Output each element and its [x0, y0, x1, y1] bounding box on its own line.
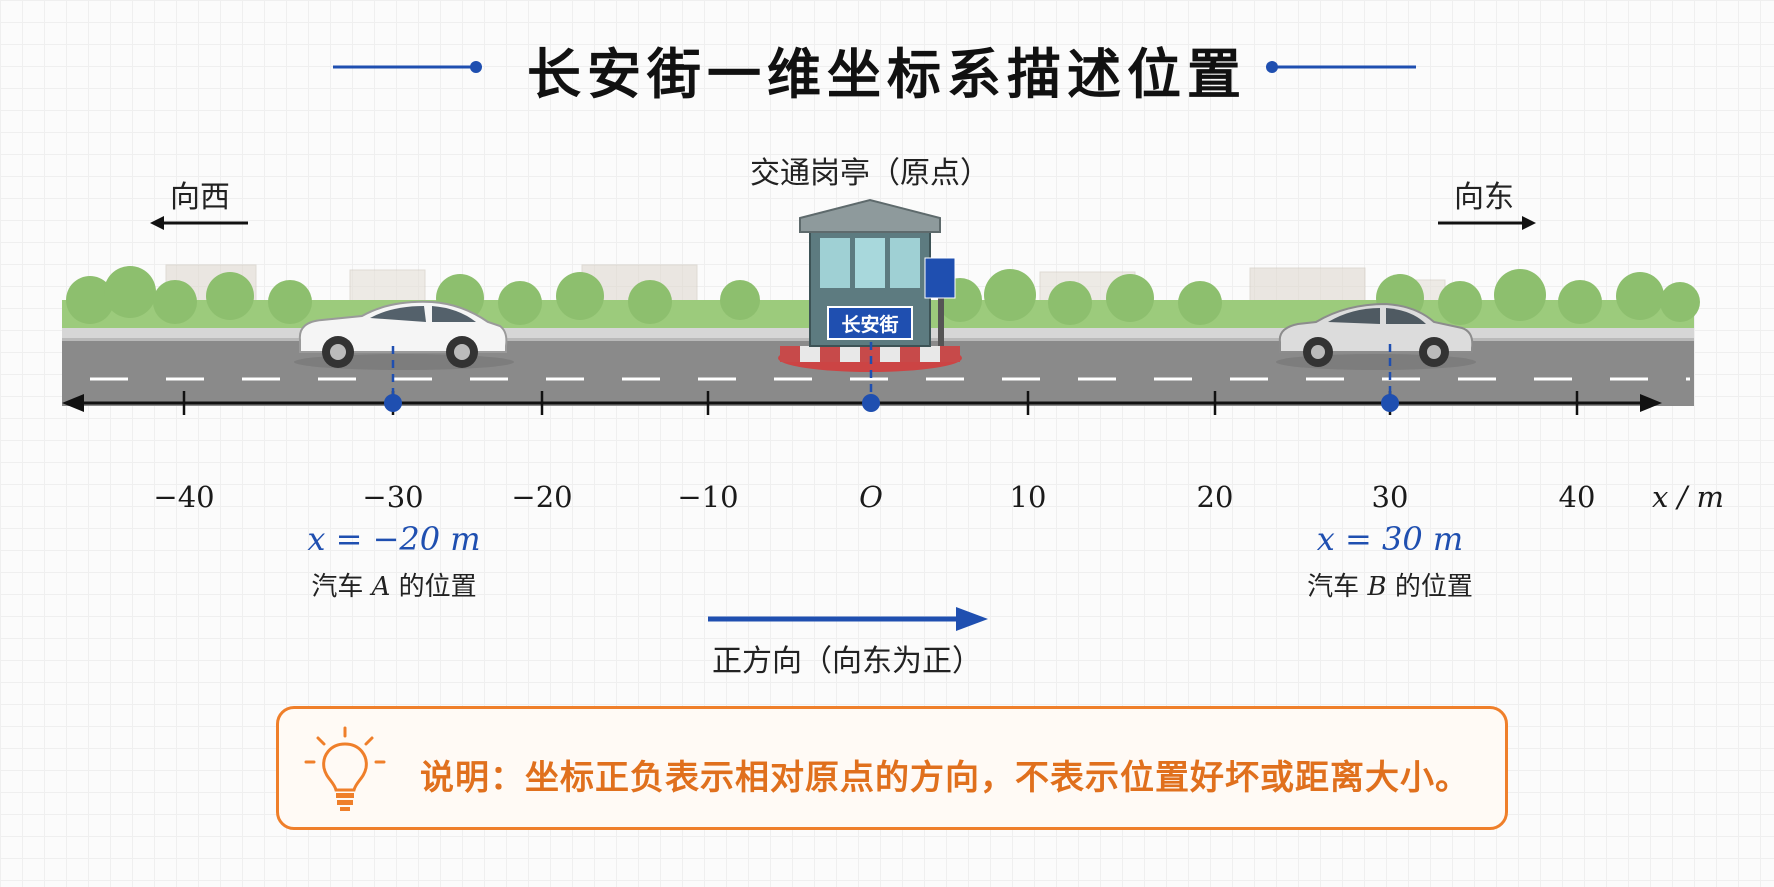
- origin-marker: [862, 394, 880, 412]
- axis-arrow-right-icon: [1640, 394, 1662, 412]
- axis-tick-label: 20: [1196, 480, 1234, 514]
- axis-tick-label: 40: [1558, 480, 1596, 514]
- positive-direction-arrow-icon: [708, 607, 988, 631]
- car-a: [294, 300, 514, 370]
- page-title: 长安街一维坐标系描述位置: [527, 43, 1247, 106]
- note-text: 说明：坐标正负表示相对原点的方向，不表示位置好坏或距离大小。: [420, 758, 1470, 798]
- axis-tick-label: −20: [511, 480, 573, 514]
- title-decoration: [333, 61, 1416, 73]
- car-b-marker: [1381, 394, 1399, 412]
- axis-tick-label: −10: [677, 480, 739, 514]
- east-arrow-icon: [1438, 216, 1536, 230]
- east-label: 向东: [1454, 180, 1514, 215]
- west-label: 向西: [170, 180, 230, 215]
- car-b-equation: x = 30 m: [1316, 520, 1464, 558]
- note-box: [276, 706, 1508, 830]
- positive-direction-label: 正方向（向东为正）: [712, 644, 982, 679]
- axis-arrow-left-icon: [62, 394, 84, 412]
- car-a-caption: 汽车 A 的位置: [311, 572, 477, 602]
- car-a-equation: x = −20 m: [307, 520, 481, 558]
- booth-sign: 长安街: [841, 314, 899, 336]
- street-scene: [62, 198, 1700, 406]
- west-arrow-icon: [150, 216, 248, 230]
- axis-unit-label: x / m: [1651, 480, 1725, 514]
- axis-tick-label: 10: [1009, 480, 1047, 514]
- car-b: [1276, 302, 1476, 370]
- car-b-caption: 汽车 B 的位置: [1307, 572, 1473, 602]
- car-a-marker: [384, 394, 402, 412]
- axis-tick-label: O: [859, 480, 883, 514]
- traffic-booth: [778, 198, 962, 372]
- lightbulb-icon: [304, 726, 386, 811]
- booth-caption: 交通岗亭（原点）: [750, 156, 990, 191]
- axis-tick-label: 30: [1371, 480, 1409, 514]
- axis-tick-label: −40: [153, 480, 215, 514]
- axis-tick-label: −30: [362, 480, 424, 514]
- number-line: [62, 340, 1662, 415]
